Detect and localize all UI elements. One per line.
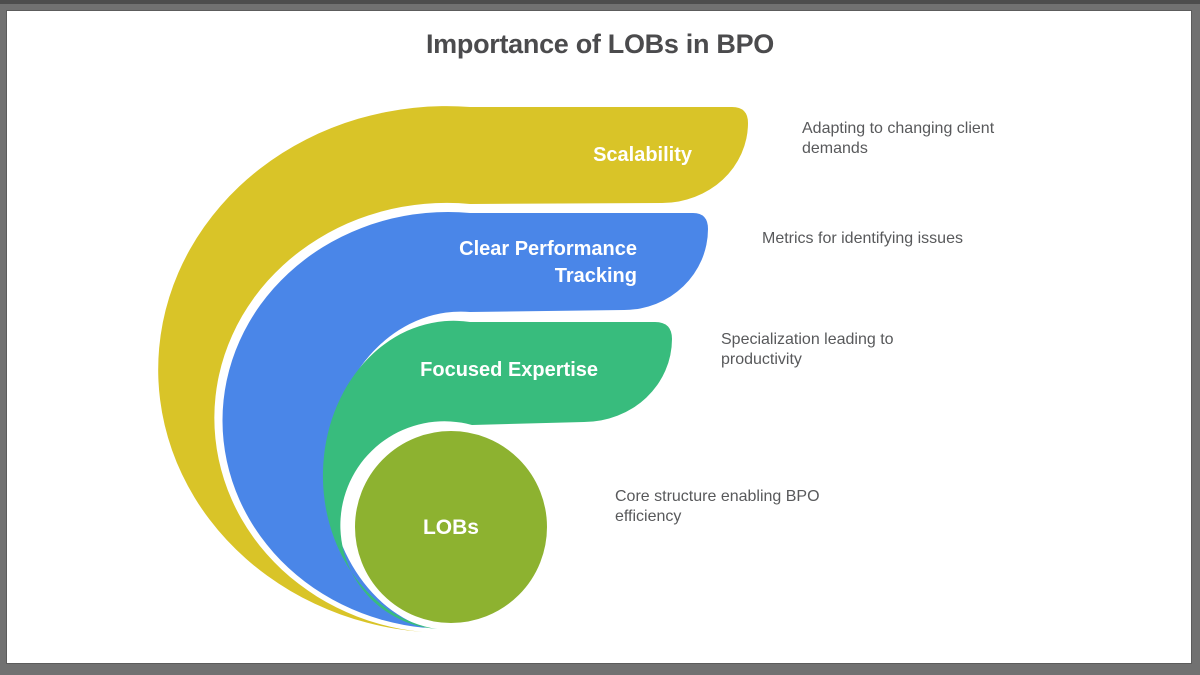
band-label-performance: Clear Performance Tracking <box>459 236 637 290</box>
band-label-line: Scalability <box>593 144 692 166</box>
band-label-line: Focused Expertise <box>420 359 598 381</box>
band-label-line: Tracking <box>554 265 637 287</box>
annotation-line: Metrics for identifying issues <box>762 230 963 247</box>
annotation-line: Adapting to changing client <box>802 120 995 137</box>
annotation-scalability: Adapting to changing client demands <box>802 119 994 159</box>
annotation-performance: Metrics for identifying issues <box>762 229 963 249</box>
slide-canvas <box>7 11 1191 663</box>
window-frame-top <box>0 0 1200 4</box>
annotation-lobs: Core structure enabling BPO efficiency <box>615 487 820 527</box>
annotation-line: Core structure enabling BPO <box>615 488 820 505</box>
band-label-lobs: LOBs <box>371 514 531 541</box>
page-title: Importance of LOBs in BPO <box>425 29 775 59</box>
annotation-line: efficiency <box>615 508 682 525</box>
band-label-expertise: Focused Expertise <box>420 357 598 384</box>
annotation-line: productivity <box>721 351 802 368</box>
band-label-line: Clear Performance <box>459 238 637 260</box>
annotation-line: Specialization leading to <box>721 331 894 348</box>
band-label-line: LOBs <box>422 516 479 539</box>
annotation-line: demands <box>802 140 868 157</box>
band-label-scalability: Scalability <box>593 142 692 169</box>
annotation-expertise: Specialization leading to productivity <box>721 330 894 370</box>
